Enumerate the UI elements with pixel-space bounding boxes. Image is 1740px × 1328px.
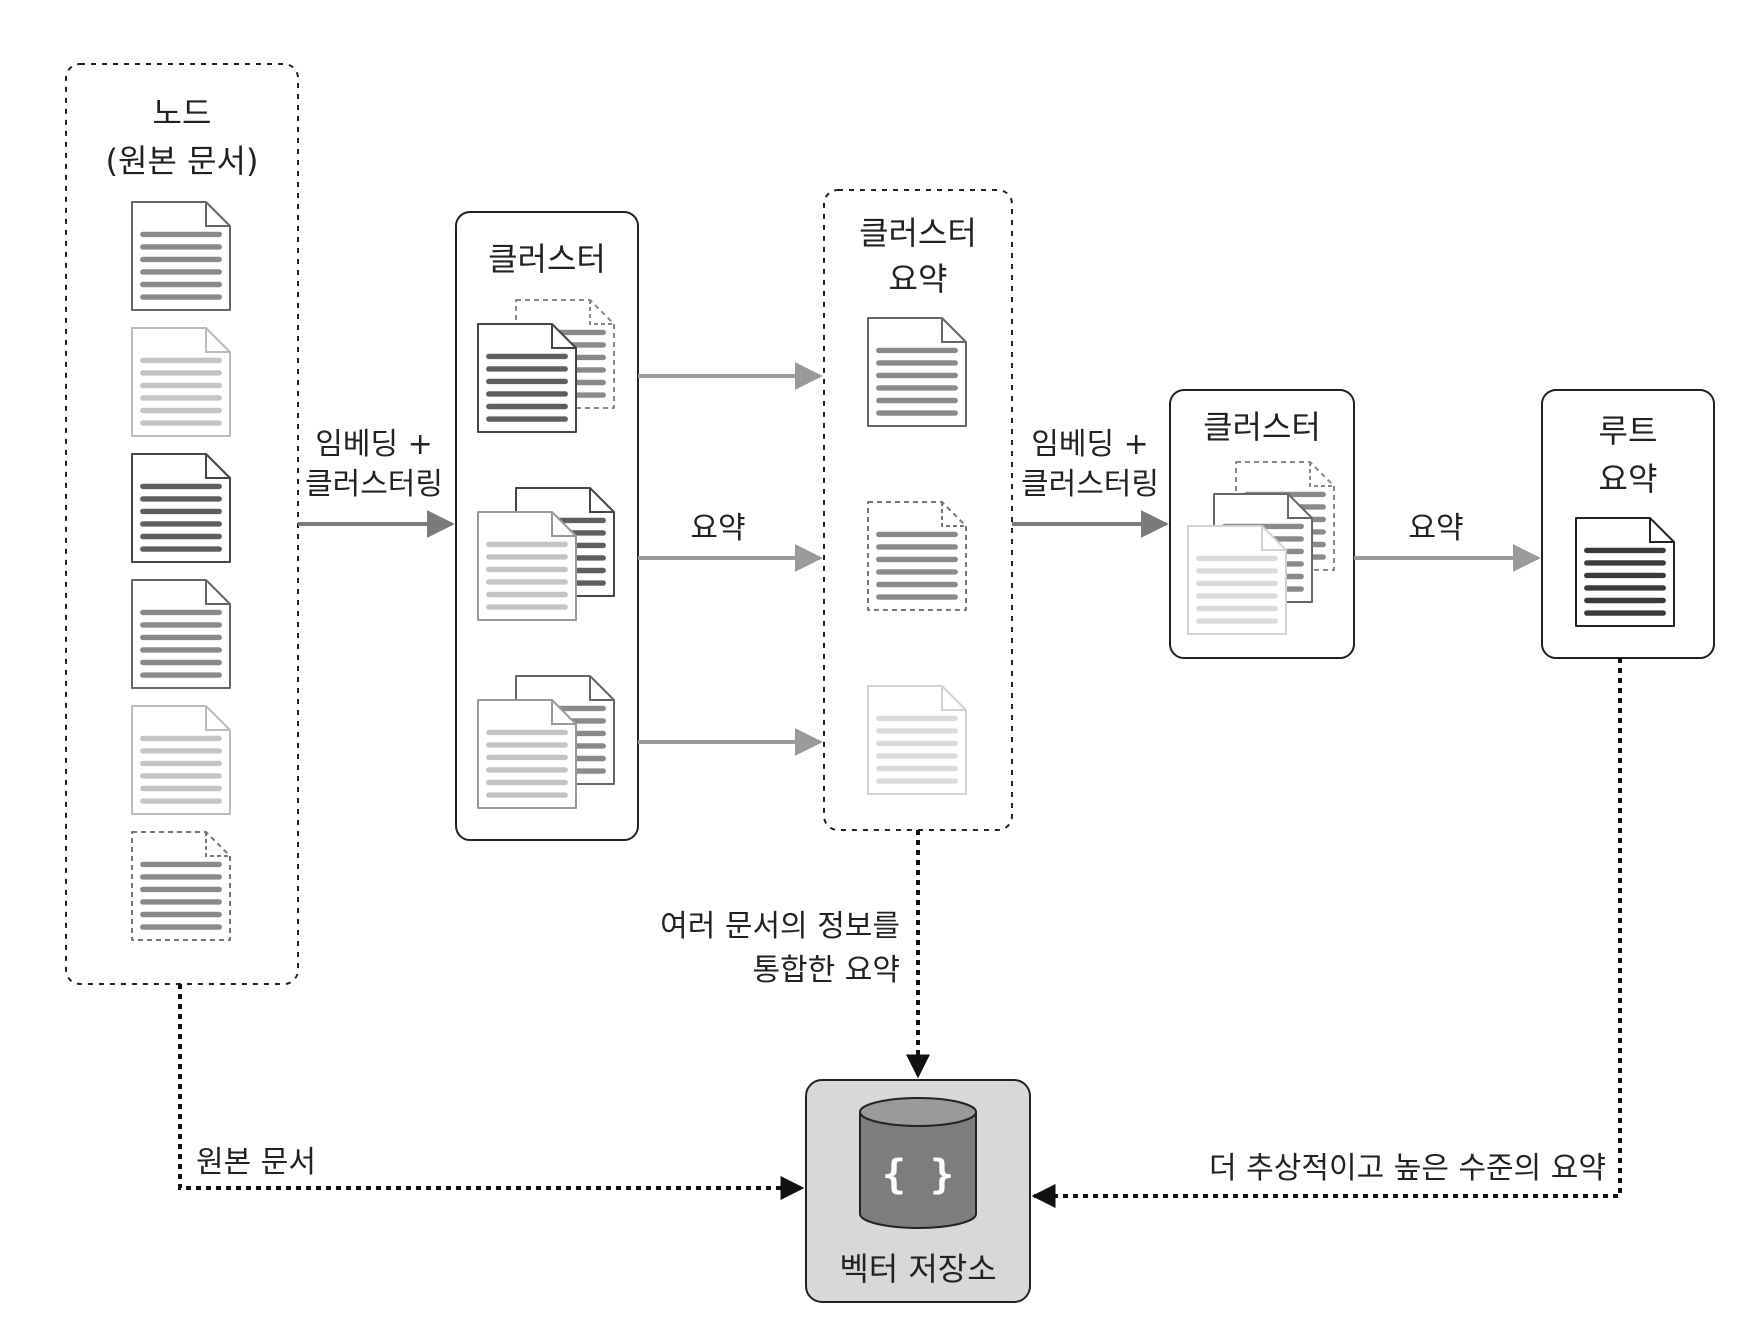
document-icon (131, 327, 231, 437)
label-summaries-to-store-line2: 통합한 요약 (752, 953, 900, 988)
document-icon (131, 453, 231, 563)
nodes-title-line1: 노드 (153, 94, 212, 132)
nodes-title-line2: (원본 문서) (106, 142, 259, 180)
root-title-line1: 루트 (1599, 412, 1658, 450)
cluster-2-title: 클러스터 (1203, 408, 1321, 446)
document-icon (477, 323, 577, 433)
summary-documents (867, 317, 967, 795)
document-icon (131, 579, 231, 689)
summary-group: 클러스터 요약 (823, 189, 1013, 831)
vector-store-group: { } 벡터 저장소 (805, 1079, 1031, 1303)
label-embed-cluster-1-line2: 클러스터링 (305, 467, 443, 502)
label-summarize-2: 요약 (1408, 511, 1463, 546)
cluster-2-group: 클러스터 (1169, 389, 1355, 659)
cluster-document-groups (477, 299, 615, 809)
document-icon (867, 501, 967, 611)
json-braces-icon: { } (882, 1152, 954, 1198)
root-title-line2: 요약 (1599, 460, 1658, 498)
document-icon (1575, 517, 1675, 627)
document-icon (477, 511, 577, 621)
document-icon (131, 705, 231, 815)
nodes-group: 노드 (원본 문서) (65, 63, 299, 985)
label-summarize-1: 요약 (690, 511, 745, 546)
original-document-stack (131, 201, 231, 941)
document-icon (867, 317, 967, 427)
database-icon: { } (859, 1097, 977, 1229)
store-arrows (178, 658, 1622, 1208)
summary-cluster-documents (1187, 461, 1335, 635)
arrow-originals-to-store (178, 984, 805, 1200)
document-icon (1187, 525, 1287, 635)
vector-store-label: 벡터 저장소 (839, 1250, 996, 1288)
label-originals-to-store: 원본 문서 (196, 1145, 316, 1180)
label-embed-cluster-2-line2: 클러스터링 (1021, 467, 1159, 502)
label-summaries-to-store-line1: 여러 문서의 정보를 (660, 909, 900, 944)
root-summary-document (1575, 517, 1675, 627)
document-icon (131, 831, 231, 941)
summary-title-line2: 요약 (889, 260, 948, 298)
flow-arrows (298, 362, 1541, 756)
label-root-to-store: 더 추상적이고 높은 수준의 요약 (1209, 1151, 1606, 1186)
label-embed-cluster-2-line1: 임베딩 + (1031, 427, 1148, 462)
arrow-root-to-store (1031, 658, 1622, 1208)
label-embed-cluster-1-line1: 임베딩 + (315, 427, 432, 462)
cluster-1-group: 클러스터 (455, 211, 639, 841)
cluster-1-title: 클러스터 (488, 240, 606, 278)
document-icon (131, 201, 231, 311)
summary-title-line1: 클러스터 (859, 214, 977, 252)
document-icon (477, 699, 577, 809)
edge-labels: 임베딩 + 클러스터링 요약 임베딩 + 클러스터링 요약 원본 문서 여러 문… (196, 427, 1606, 1186)
document-icon (867, 685, 967, 795)
root-group: 루트 요약 (1541, 389, 1715, 659)
